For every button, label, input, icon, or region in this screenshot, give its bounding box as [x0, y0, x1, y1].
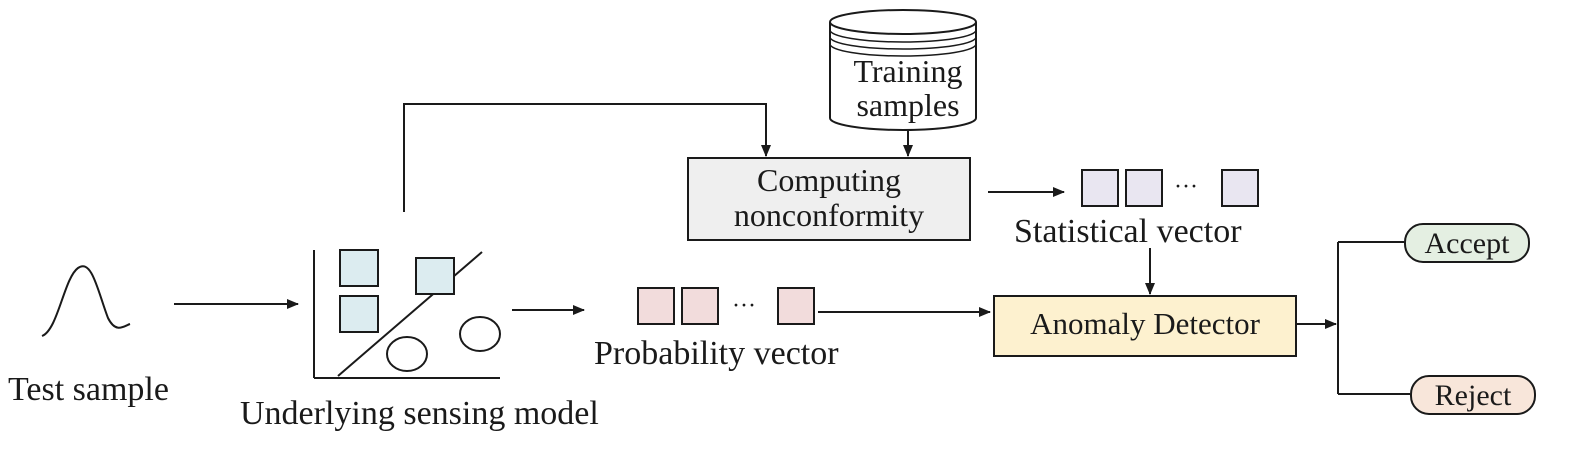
- class-b-circle-1: [386, 336, 428, 372]
- underlying-model-label: Underlying sensing model: [240, 395, 599, 432]
- anomaly-detector-label: Anomaly Detector: [1030, 306, 1261, 341]
- probability-cell-2: [681, 287, 719, 325]
- training-label-line2: samples: [856, 87, 959, 123]
- statistical-cell-2: [1125, 169, 1163, 207]
- decision-boundary: [337, 251, 483, 377]
- test-sample-label: Test sample: [8, 371, 169, 408]
- probability-vector-label: Probability vector: [594, 335, 839, 372]
- training-samples-database: [829, 9, 977, 131]
- statistical-vector: ···: [1081, 169, 1259, 207]
- arrow-model-to-computing: [403, 103, 771, 212]
- statistical-ellipsis: ···: [1174, 174, 1198, 200]
- statistical-vector-label: Statistical vector: [1014, 213, 1242, 250]
- underlying-model-plot: [313, 249, 501, 379]
- computing-label-line2: nonconformity: [734, 197, 924, 233]
- database-body: [829, 22, 977, 131]
- class-a-square-3: [415, 257, 455, 295]
- probability-ellipsis: ···: [732, 293, 756, 319]
- reject-label: Reject: [1435, 379, 1512, 412]
- statistical-cell-1: [1081, 169, 1119, 207]
- probability-cell-1: [637, 287, 675, 325]
- database-ring-1: [829, 29, 977, 43]
- class-b-circle-2: [459, 316, 501, 352]
- anomaly-detector-box: [993, 295, 1297, 357]
- probability-vector: ···: [637, 287, 815, 325]
- probability-cell-n: [777, 287, 815, 325]
- reject-node: [1410, 375, 1536, 415]
- statistical-cell-n: [1221, 169, 1259, 207]
- class-a-square-2: [339, 295, 379, 333]
- accept-label: Accept: [1425, 227, 1511, 260]
- database-top: [829, 9, 977, 35]
- database-ring-2: [829, 36, 977, 50]
- training-label-line1: Training: [853, 53, 962, 89]
- accept-node: [1404, 223, 1530, 263]
- computing-label-line1: Computing: [757, 162, 901, 198]
- test-sample-waveform: [41, 265, 131, 337]
- computing-nonconformity-box: [687, 157, 971, 241]
- class-a-square-1: [339, 249, 379, 287]
- database-ring-3: [829, 43, 977, 57]
